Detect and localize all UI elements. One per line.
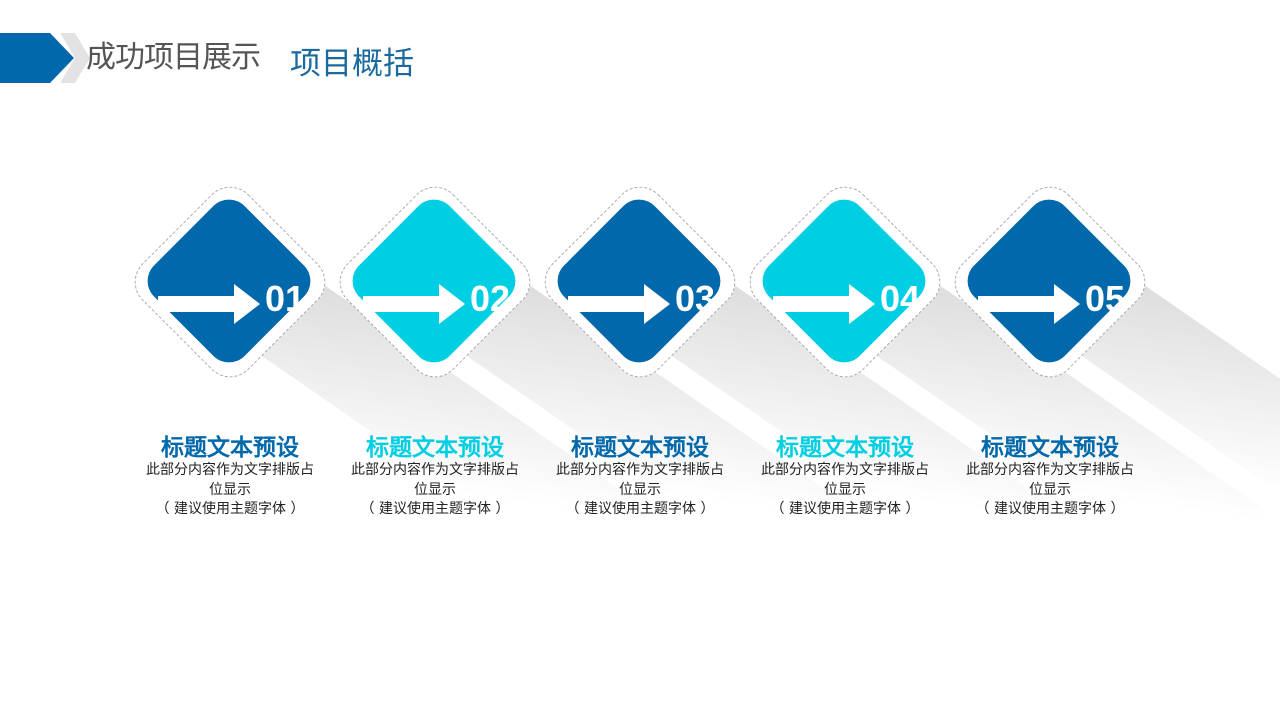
step-title: 标题文本预设 [571, 435, 709, 461]
arrow-right-icon [158, 284, 260, 324]
step-title: 标题文本预设 [161, 435, 299, 461]
desc-line-2: 位显示 [824, 481, 866, 498]
desc-line-1: 此部分内容作为文字排版占 [351, 462, 519, 478]
desc-line-3: （ 建议使用主题字体 ） [565, 501, 715, 517]
step-number: 01 [265, 278, 306, 319]
step-description: 此部分内容作为文字排版占 位显示 （ 建议使用主题字体 ） [950, 461, 1150, 520]
step-number: 05 [1085, 278, 1126, 319]
step-description: 此部分内容作为文字排版占 位显示 （ 建议使用主题字体 ） [540, 461, 740, 520]
desc-line-1: 此部分内容作为文字排版占 [761, 462, 929, 478]
step-item: 03 标题文本预设 此部分内容作为文字排版占 位显示 （ 建议使用主题字体 ） [533, 175, 745, 530]
step-description: 此部分内容作为文字排版占 位显示 （ 建议使用主题字体 ） [745, 461, 945, 520]
step-description: 此部分内容作为文字排版占 位显示 （ 建议使用主题字体 ） [130, 461, 330, 520]
desc-line-3: （ 建议使用主题字体 ） [975, 501, 1125, 517]
step-number: 04 [880, 278, 921, 319]
desc-line-1: 此部分内容作为文字排版占 [966, 462, 1134, 478]
arrow-right-icon [568, 284, 670, 324]
desc-line-2: 位显示 [1029, 481, 1071, 498]
arrow-right-icon [773, 284, 875, 324]
desc-line-1: 此部分内容作为文字排版占 [556, 462, 724, 478]
step-item: 01 标题文本预设 此部分内容作为文字排版占 位显示 （ 建议使用主题字体 ） [123, 175, 335, 530]
step-item: 04 标题文本预设 此部分内容作为文字排版占 位显示 （ 建议使用主题字体 ） [738, 175, 950, 530]
page-title: 成功项目展示 [86, 40, 261, 75]
arrow-right-icon [978, 284, 1080, 324]
desc-line-2: 位显示 [414, 481, 456, 498]
desc-line-2: 位显示 [619, 481, 661, 498]
desc-line-3: （ 建议使用主题字体 ） [155, 501, 305, 517]
step-title: 标题文本预设 [981, 435, 1119, 461]
desc-line-2: 位显示 [209, 481, 251, 498]
desc-line-3: （ 建议使用主题字体 ） [770, 501, 920, 517]
step-title: 标题文本预设 [776, 435, 914, 461]
desc-line-1: 此部分内容作为文字排版占 [146, 462, 314, 478]
step-description: 此部分内容作为文字排版占 位显示 （ 建议使用主题字体 ） [335, 461, 535, 520]
desc-line-3: （ 建议使用主题字体 ） [360, 501, 510, 517]
step-title: 标题文本预设 [366, 435, 504, 461]
step-number: 03 [675, 278, 716, 319]
page-title-overlay: 项目概括 [290, 46, 414, 82]
step-number: 02 [470, 278, 511, 319]
step-item: 05 标题文本预设 此部分内容作为文字排版占 位显示 （ 建议使用主题字体 ） [943, 175, 1155, 530]
header-bar [0, 33, 50, 83]
step-item: 02 标题文本预设 此部分内容作为文字排版占 位显示 （ 建议使用主题字体 ） [328, 175, 540, 530]
arrow-right-icon [363, 284, 465, 324]
